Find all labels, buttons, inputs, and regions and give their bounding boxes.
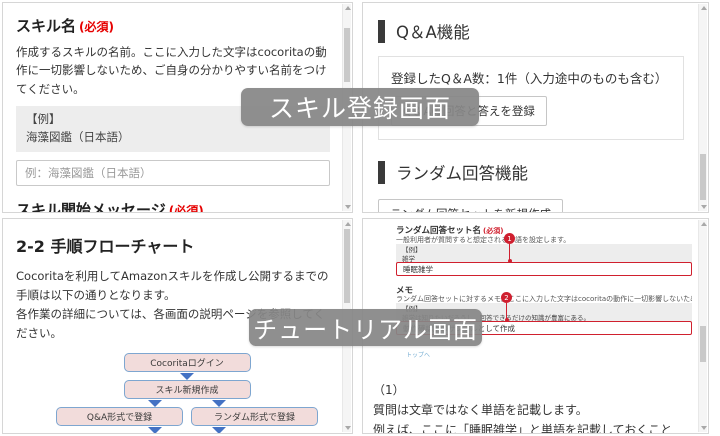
required-badge: (必須) [79,20,114,34]
scroll-down-icon[interactable] [343,202,351,211]
flow-step-qa-format: Q&A形式で登録 [56,406,183,426]
flow-desc1: Cocoritaを利用してAmazonスキルを作成し公開するまでの手順は以下の通… [16,269,329,302]
annotation-2-marker: 2 [501,292,512,303]
shot-example-value: 雑学 [402,254,415,263]
scrollbar-thumb[interactable] [700,326,706,362]
flow-connector [124,399,251,407]
flow-desc2: 各作業の詳細については、各画面の説明ページを参照してください。 [16,306,326,340]
shot-memo-desc: ランダム回答セットに対するメモ。ここに入力した文字はcocoritaの動作に一切… [396,295,692,303]
flowchart-heading: 2-2 手順フローチャート [16,237,195,256]
skill-name-title: スキル名 [16,17,77,35]
panel-tutorial-detail: ランダム回答セット名(必須) 一般利用者が質問すると想定される単語を設定します。… [362,218,709,434]
arrow-down-icon [180,372,194,380]
scrollbar-thumb[interactable] [344,229,350,303]
start-message-title: スキル開始メッセージ [16,200,166,213]
scroll-up-icon[interactable] [699,4,707,13]
note-body: 例えば、ここに「睡眠雑学」と単語を記載しておくことで、Amazon Echoに対… [373,423,673,434]
shot-set-name-label: ランダム回答セット名 [396,226,482,236]
scroll-down-icon[interactable] [699,423,707,432]
scroll-down-icon[interactable] [343,423,351,432]
flow-step-create-skill: スキル新規作成 [123,379,251,399]
required-badge: (必須) [168,203,204,213]
note-line1: 質問は文章ではなく単語を記載します。 [373,403,588,418]
vertical-scrollbar[interactable] [698,220,707,432]
arrow-down-icon [148,399,163,407]
flowchart-description: Cocoritaを利用してAmazonスキルを作成し公開するまでの手順は以下の通… [16,267,330,343]
caption-tutorial-screen: チュートリアル画面 [249,309,482,346]
annotation-2-line [504,303,509,322]
arrow-down-icon [211,426,226,433]
skill-name-heading: スキル名(必須) [16,15,330,36]
qa-heading: Q＆A機能 [378,19,684,43]
shot-example-label: 【例】 [402,246,422,254]
arrow-down-icon [148,426,163,433]
start-message-heading: スキル開始メッセージ(必須) [16,199,330,213]
caption-skill-registration-screen: スキル登録画面 [241,88,479,126]
random-create-button[interactable]: ランダム回答セットを新規作成 [378,199,563,212]
qa-heading-label: Q＆A機能 [396,23,470,42]
arrow-down-icon [211,399,226,407]
shot-example-value: 雑学は知りたいだろうし、回答できるだけの知識が豊富にある。 [402,313,590,322]
shot-set-name-desc: 一般利用者が質問すると想定される単語を設定します。 [396,236,571,244]
scrollbar-thumb[interactable] [344,28,350,82]
vertical-scrollbar[interactable] [698,4,707,211]
scroll-down-icon[interactable] [699,202,707,211]
skill-name-description: 作成するスキルの名前。ここに入力した文字はcocoritaの動作に一切影響しない… [16,45,327,96]
scrollbar-thumb[interactable] [700,154,706,200]
shot-set-example-box: 【例】 雑学 [396,244,692,266]
shot-required-badge: (必須) [483,227,504,235]
scroll-up-icon[interactable] [699,220,707,229]
annotation-1-line [507,244,512,263]
random-heading: ランダム回答機能 [378,160,684,184]
annotation-1-marker: 1 [504,233,515,244]
heading-bar-icon [378,19,385,43]
scroll-up-icon[interactable] [343,4,351,13]
shot-memo-title: メモ [396,286,414,296]
qa-count-text: 登録したQ＆A数：1件（入力途中のものも含む） [391,71,668,86]
example-value: 海藻図鑑（日本語） [26,129,130,144]
flow-step-cocorita-login: Cocoritaログイン [123,352,251,372]
flow-connector [124,372,251,380]
skill-name-input[interactable] [16,159,330,186]
flow-branch-row: Q&A形式で登録 ランダム形式で登録 [56,406,318,426]
flowchart: Cocoritaログイン スキル新規作成 Q&A形式で登録 ランダム形式で登録 … [56,352,318,433]
flow-connector [124,426,251,433]
flow-step-random-format: ランダム形式で登録 [191,406,318,426]
heading-bar-icon [378,160,385,184]
note-number: （1） [373,383,405,397]
shot-set-name-input: 睡眠雑学 [396,262,692,276]
scroll-up-icon[interactable] [343,220,351,229]
example-label: 【例】 [26,112,61,127]
shot-set-name-title: ランダム回答セット名(必須) [396,224,503,236]
random-heading-label: ランダム回答機能 [396,164,528,183]
panel-tutorial-flowchart: 2-2 手順フローチャート Cocoritaを利用してAmazonスキルを作成し… [2,218,353,434]
shot-footer-link: トップへ [406,352,431,359]
tutorial-note: （1） 質問は文章ではなく単語を記載します。 例えば、ここに「睡眠雑学」と単語を… [373,380,694,434]
